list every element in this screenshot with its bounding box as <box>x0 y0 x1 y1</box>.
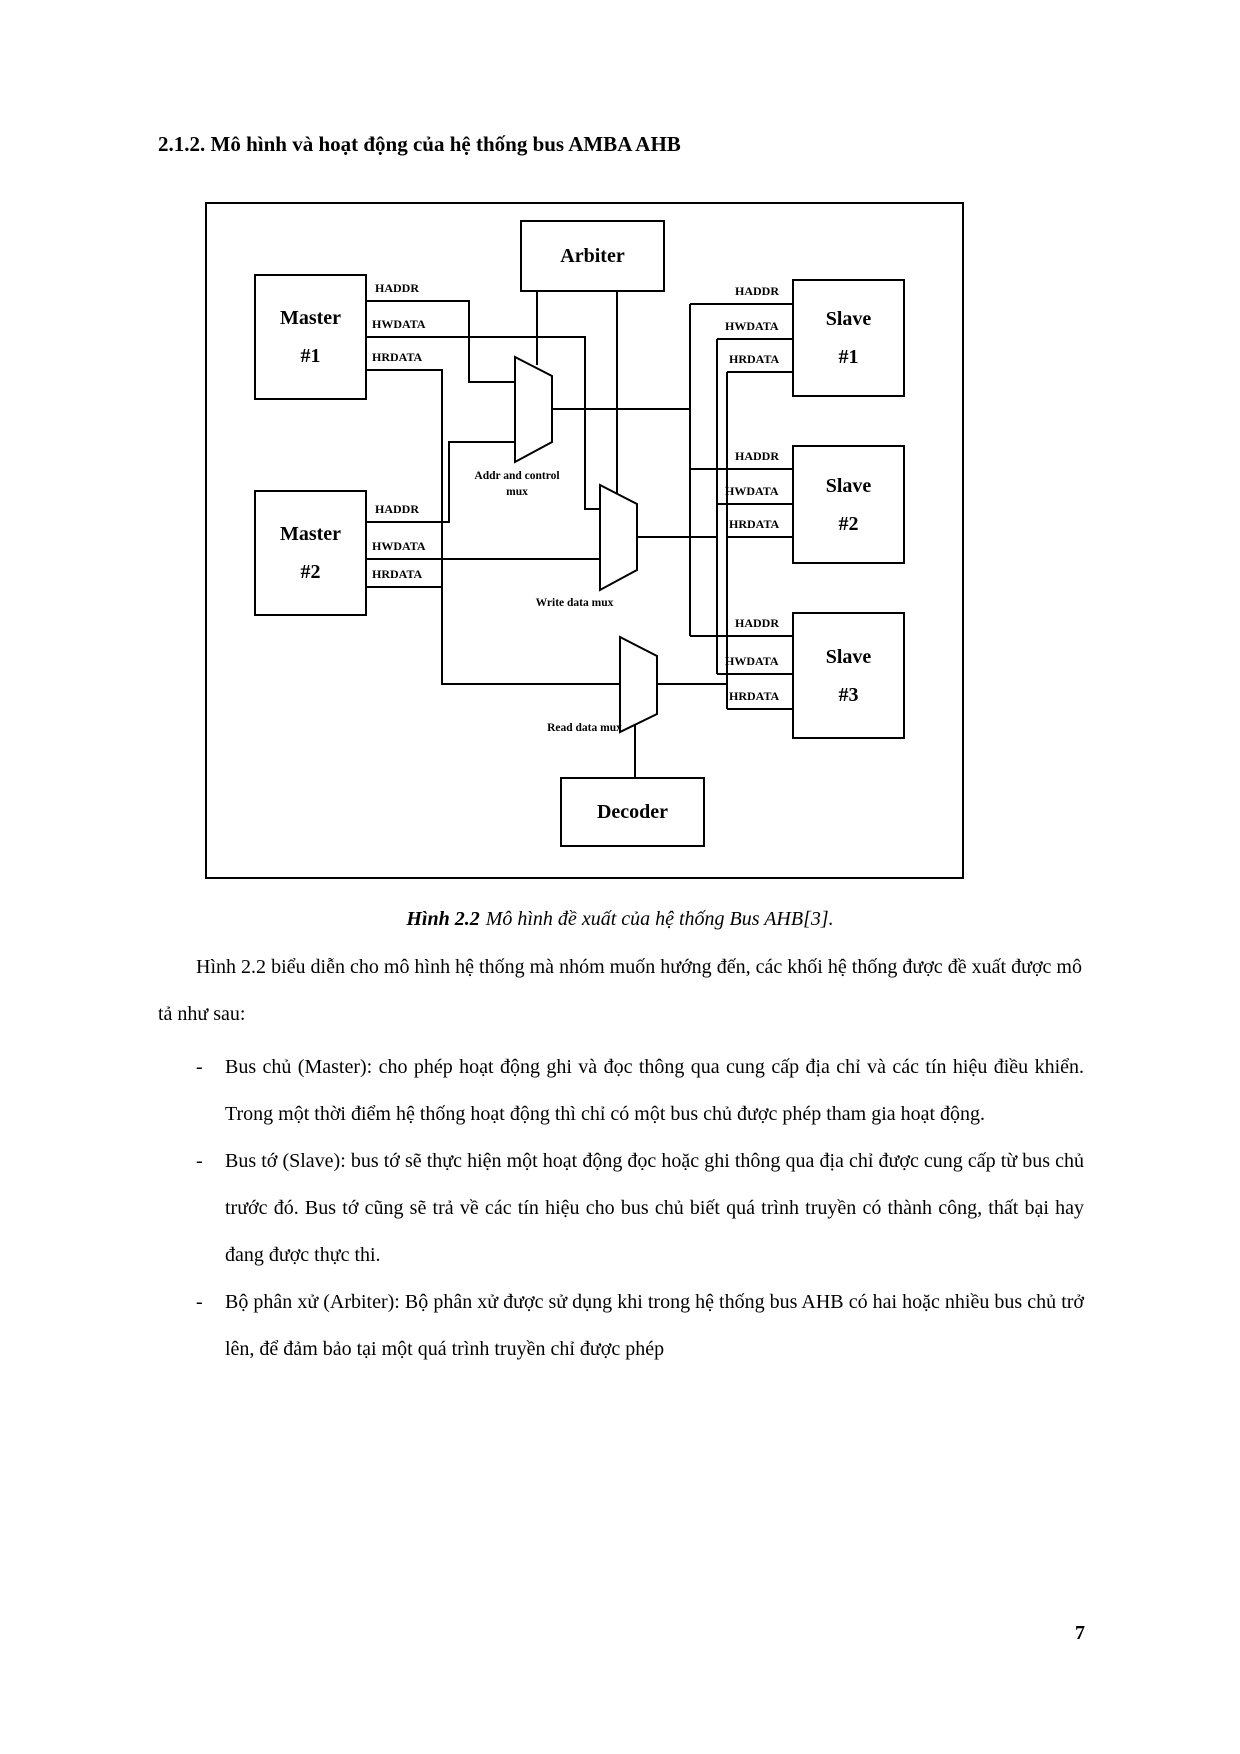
slave3-haddr-label: HADDR <box>735 616 779 630</box>
signal-wires <box>367 292 792 777</box>
slave2-hwdata-label: HWDATA <box>725 484 779 498</box>
master1-label: Master <box>279 307 342 329</box>
read-data-mux-label: Read data mux <box>547 722 622 734</box>
slave3-number: #3 <box>838 683 859 706</box>
intro-paragraph: Hình 2.2 biểu diễn cho mô hình hệ thống … <box>158 956 1082 1025</box>
ahb-block-diagram: Arbiter Master #1 Master #2 Slave #1 Sla… <box>205 202 964 879</box>
addr-control-mux-label: Addr and control mux <box>474 470 560 498</box>
slave2-number: #2 <box>838 512 859 535</box>
diagram-wires <box>367 292 792 777</box>
master1-hrdata-label: HRDATA <box>372 350 423 364</box>
slave2-hrdata-label: HRDATA <box>729 517 780 531</box>
slave3-hrdata-label: HRDATA <box>729 689 780 703</box>
list-item-text: Bộ phân xử (Arbiter): Bộ phân xử được sử… <box>225 1291 1084 1360</box>
slave1-haddr-label: HADDR <box>735 284 779 298</box>
figure-caption-text: Mô hình đề xuất của hệ thống Bus AHB[3]. <box>485 908 834 930</box>
slave3-hwdata-label: HWDATA <box>725 654 779 668</box>
slave3-label: Slave <box>825 645 872 668</box>
figure-caption-label: Hình 2.2 <box>406 908 480 930</box>
master1-haddr-label: HADDR <box>375 281 419 295</box>
slave2-label: Slave <box>825 474 872 497</box>
master2-block: Master #2 <box>254 490 367 616</box>
arbiter-label: Arbiter <box>560 245 625 267</box>
master1-hwdata-label: HWDATA <box>372 317 426 331</box>
master1-block: Master #1 <box>254 274 367 400</box>
list-item-marker: - <box>196 1056 203 1078</box>
slave1-block: Slave #1 <box>792 279 905 397</box>
list-item-text: Bus chủ (Master): cho phép hoạt động ghi… <box>225 1056 1084 1125</box>
list-item: - Bus chủ (Master): cho phép hoạt động g… <box>158 1044 1084 1138</box>
master2-haddr-label: HADDR <box>375 502 419 516</box>
slave1-number: #1 <box>838 346 859 368</box>
decoder-label: Decoder <box>596 801 669 823</box>
slave1-label: Slave <box>825 308 872 330</box>
master1-number: #1 <box>300 345 321 367</box>
write-data-mux-shape <box>599 483 638 592</box>
slave1-hwdata-label: HWDATA <box>725 319 779 333</box>
master2-label: Master <box>279 523 342 545</box>
master2-hrdata-label: HRDATA <box>372 567 423 581</box>
section-heading: 2.1.2. Mô hình và hoạt động của hệ thống… <box>158 132 681 156</box>
list-item: - Bộ phân xử (Arbiter): Bộ phân xử được … <box>158 1279 1084 1373</box>
master2-number: #2 <box>300 561 321 583</box>
read-data-mux-shape <box>619 635 658 734</box>
list-item: - Bus tớ (Slave): bus tớ sẽ thực hiện mộ… <box>158 1138 1084 1279</box>
slave1-hrdata-label: HRDATA <box>729 352 780 366</box>
slave2-haddr-label: HADDR <box>735 449 779 463</box>
list-item-marker: - <box>196 1291 203 1313</box>
slave3-block: Slave #3 <box>792 612 905 739</box>
master2-hwdata-label: HWDATA <box>372 539 426 553</box>
decoder-block: Decoder <box>560 777 705 847</box>
bullet-list: - Bus chủ (Master): cho phép hoạt động g… <box>158 1044 1084 1373</box>
arbiter-block: Arbiter <box>520 220 665 292</box>
write-data-mux-label: Write data mux <box>535 597 614 609</box>
list-item-marker: - <box>196 1150 203 1172</box>
list-item-text: Bus tớ (Slave): bus tớ sẽ thực hiện một … <box>225 1150 1084 1266</box>
addr-control-mux-shape <box>514 355 553 464</box>
slave2-block: Slave #2 <box>792 445 905 564</box>
page-number: 7 <box>1075 1622 1085 1644</box>
